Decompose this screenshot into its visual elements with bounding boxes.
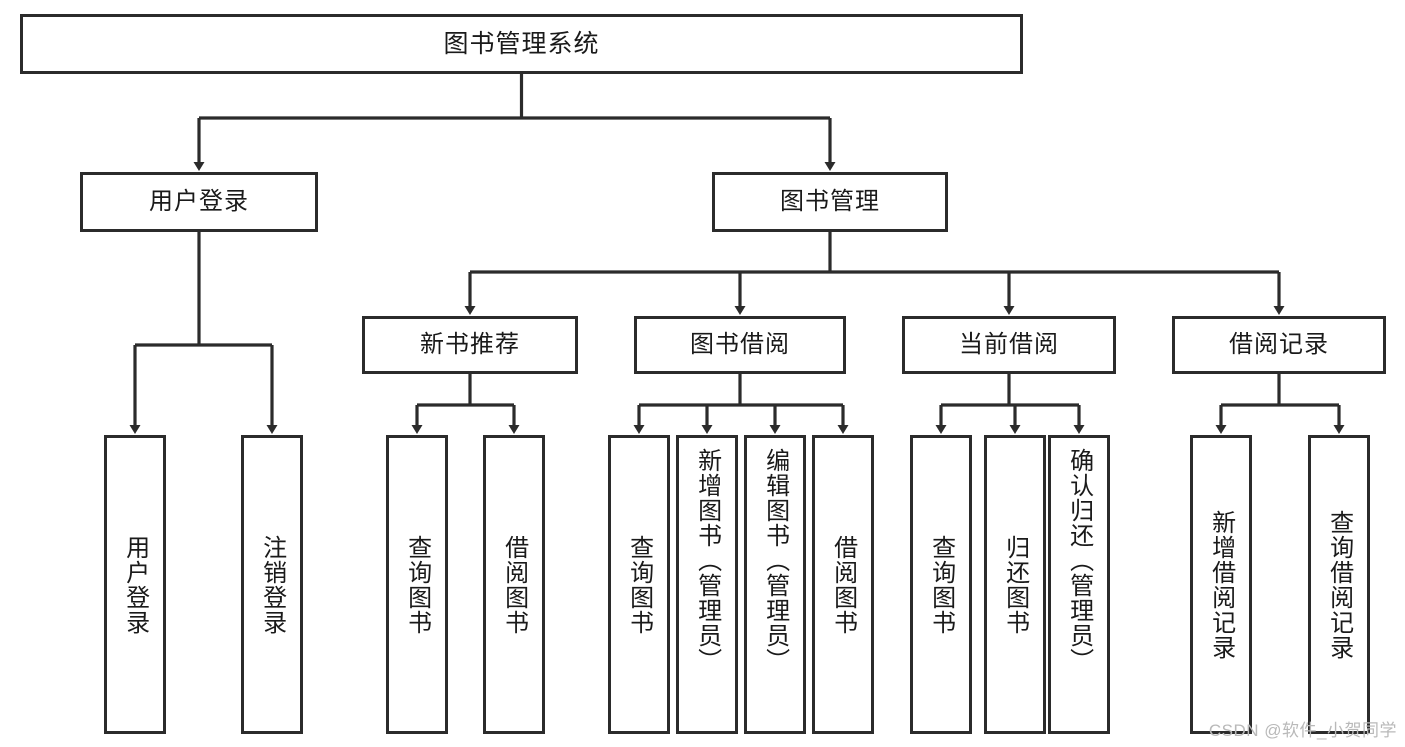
- node-label: 确认归还（管理员）: [1065, 448, 1093, 673]
- node-leaf-编辑图书管理员-6: 编辑图书（管理员）: [744, 435, 806, 734]
- node-leaf-借阅图书-7: 借阅图书: [812, 435, 874, 734]
- node-l2-图书管理: 图书管理: [712, 172, 948, 232]
- node-label: 查询图书: [625, 534, 653, 635]
- node-label: 查询借阅记录: [1325, 509, 1353, 660]
- node-label: 图书管理系统: [443, 30, 600, 58]
- node-leaf-查询图书-8: 查询图书: [910, 435, 972, 734]
- node-l3-新书推荐: 新书推荐: [362, 316, 578, 374]
- node-label: 归还图书: [1001, 534, 1029, 635]
- node-root-图书管理系统: 图书管理系统: [20, 14, 1023, 74]
- node-label: 查询图书: [403, 534, 431, 635]
- node-label: 新书推荐: [420, 330, 520, 358]
- node-label: 用户登录: [121, 534, 149, 635]
- node-leaf-注销登录-1: 注销登录: [241, 435, 303, 734]
- watermark-label: CSDN @软件_小贺同学: [1208, 721, 1397, 740]
- node-leaf-查询图书-2: 查询图书: [386, 435, 448, 734]
- node-label: 图书管理: [780, 187, 880, 215]
- node-l3-借阅记录: 借阅记录: [1172, 316, 1386, 374]
- node-leaf-新增借阅记录-11: 新增借阅记录: [1190, 435, 1252, 734]
- node-label: 借阅图书: [500, 534, 528, 635]
- node-leaf-用户登录-0: 用户登录: [104, 435, 166, 734]
- node-leaf-归还图书-9: 归还图书: [984, 435, 1046, 734]
- node-label: 当前借阅: [959, 330, 1059, 358]
- node-label: 编辑图书（管理员）: [761, 448, 789, 673]
- node-leaf-借阅图书-3: 借阅图书: [483, 435, 545, 734]
- node-label: 借阅图书: [829, 534, 857, 635]
- node-leaf-新增图书管理员-5: 新增图书（管理员）: [676, 435, 738, 734]
- node-leaf-查询借阅记录-12: 查询借阅记录: [1308, 435, 1370, 734]
- node-l2-用户登录: 用户登录: [80, 172, 318, 232]
- node-label: 图书借阅: [690, 330, 790, 358]
- node-leaf-查询图书-4: 查询图书: [608, 435, 670, 734]
- node-label: 借阅记录: [1229, 330, 1329, 358]
- node-l3-图书借阅: 图书借阅: [634, 316, 846, 374]
- node-label: 用户登录: [149, 187, 249, 215]
- node-l3-当前借阅: 当前借阅: [902, 316, 1116, 374]
- node-label: 注销登录: [258, 534, 286, 635]
- node-label: 新增借阅记录: [1207, 509, 1235, 660]
- node-label: 查询图书: [927, 534, 955, 635]
- node-label: 新增图书（管理员）: [693, 448, 721, 673]
- node-leaf-确认归还管理员-10: 确认归还（管理员）: [1048, 435, 1110, 734]
